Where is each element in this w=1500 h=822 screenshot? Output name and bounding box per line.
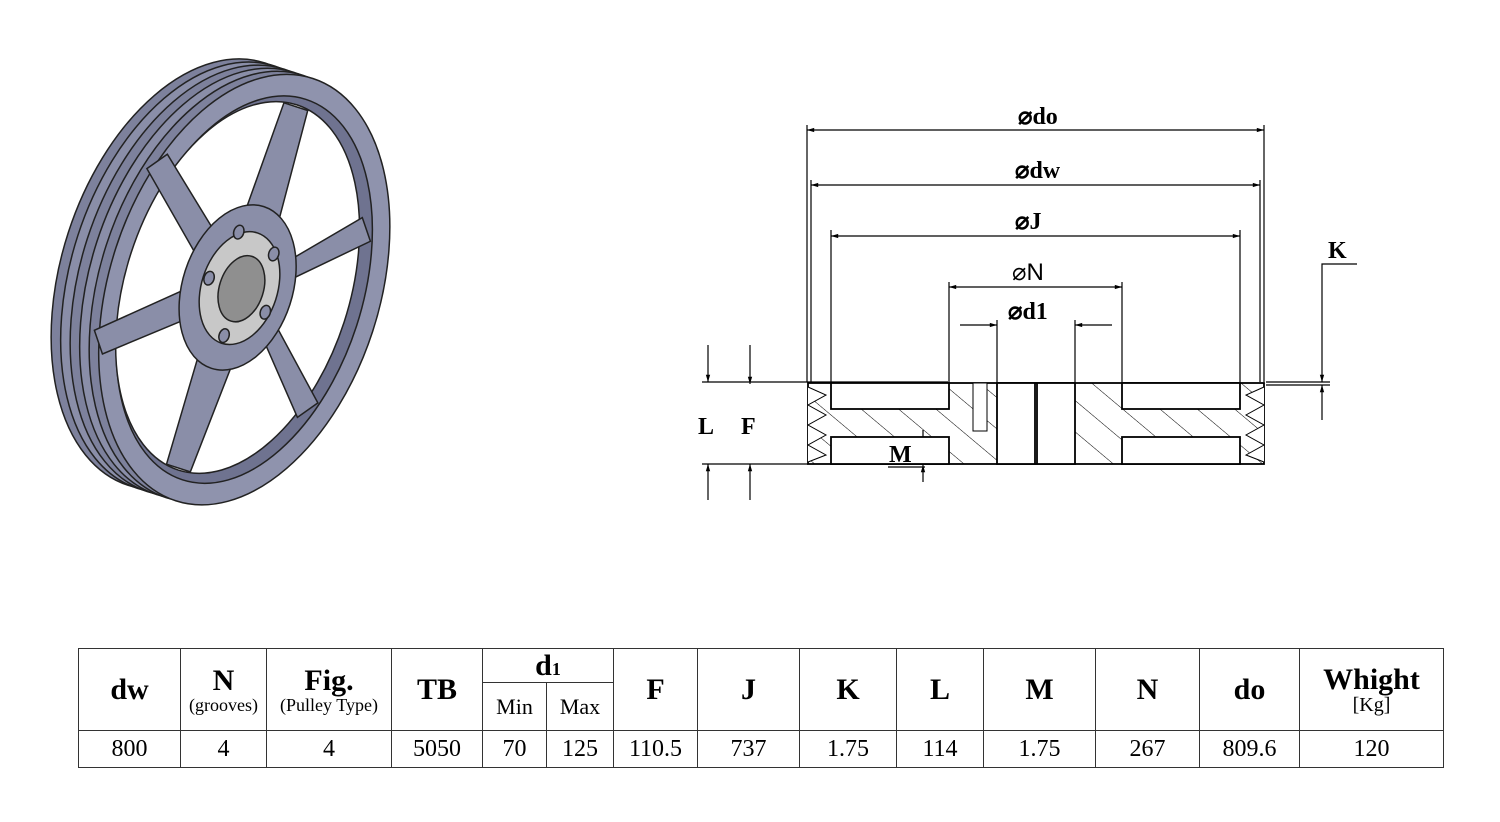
label-d1: ⌀d1 <box>1008 299 1048 325</box>
header-k: K <box>799 648 897 731</box>
cell-k: 1.75 <box>799 730 897 768</box>
cell-l: 114 <box>896 730 984 768</box>
header-j: J <box>697 648 800 731</box>
header-fig: Fig.(Pulley Type) <box>266 648 392 731</box>
label-F: F <box>741 414 756 440</box>
specification-table: dw N(grooves) Fig.(Pulley Type) TB d1 F … <box>78 648 1444 768</box>
label-J: ⌀J <box>1015 209 1041 235</box>
header-tb: TB <box>391 648 483 731</box>
cell-m: 1.75 <box>983 730 1096 768</box>
cell-n: 4 <box>180 730 267 768</box>
header-weight-sub: [Kg] <box>1352 693 1391 716</box>
cell-n2: 267 <box>1095 730 1200 768</box>
header-n-label: N <box>212 663 235 697</box>
header-d1-label: d <box>535 648 552 682</box>
header-n: N(grooves) <box>180 648 267 731</box>
header-fig-sub: (Pulley Type) <box>280 694 378 715</box>
label-do: ⌀do <box>1018 104 1058 130</box>
header-n-sub: (grooves) <box>189 694 258 715</box>
header-weight-label: Whight <box>1323 662 1420 696</box>
header-l: L <box>896 648 984 731</box>
label-L: L <box>698 414 714 440</box>
header-dw: dw <box>78 648 181 731</box>
table-row: 800 4 4 5050 70 125 110.5 737 1.75 114 1… <box>78 730 1444 768</box>
label-K: K <box>1328 238 1347 264</box>
header-n2: N <box>1095 648 1200 731</box>
cell-f: 110.5 <box>613 730 698 768</box>
header-d1: d1 <box>482 648 614 683</box>
header-f: F <box>613 648 698 731</box>
cell-d1-max: 125 <box>546 730 614 768</box>
pulley-3d-illustration <box>50 58 391 506</box>
cell-tb: 5050 <box>391 730 483 768</box>
cell-j: 737 <box>697 730 800 768</box>
header-d1-sub: 1 <box>551 658 561 679</box>
cell-fig: 4 <box>266 730 392 768</box>
cell-do: 809.6 <box>1199 730 1300 768</box>
cell-weight: 120 <box>1299 730 1444 768</box>
header-m: M <box>983 648 1096 731</box>
cell-dw: 800 <box>78 730 181 768</box>
technical-drawing: ⌀do ⌀dw ⌀J ⌀N ⌀d1 K L F M <box>698 104 1357 500</box>
header-weight: Whight[Kg] <box>1299 648 1444 731</box>
label-M: M <box>889 442 912 468</box>
cell-d1-min: 70 <box>482 730 547 768</box>
header-do: do <box>1199 648 1300 731</box>
header-fig-label: Fig. <box>304 663 354 697</box>
header-d1-min: Min <box>482 682 547 731</box>
label-dw: ⌀dw <box>1015 158 1061 184</box>
header-d1-max: Max <box>546 682 614 731</box>
label-N: ⌀N <box>1012 259 1044 286</box>
